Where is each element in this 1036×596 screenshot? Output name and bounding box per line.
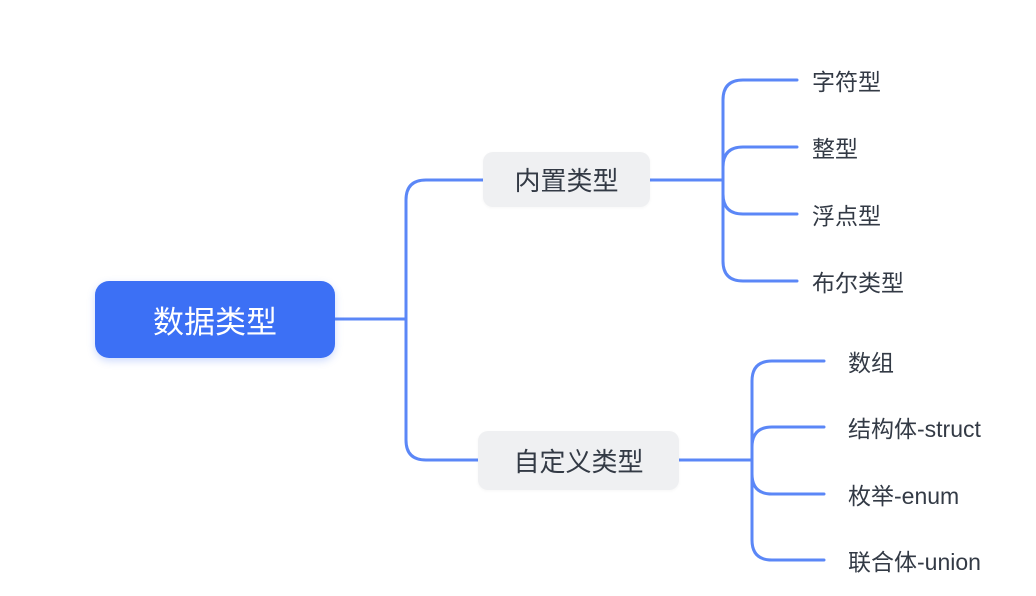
leaf-node-union[interactable]: 联合体-union [848,549,981,575]
connector-custom-leaf2 [750,425,826,462]
connector-trunk-custom [404,317,480,462]
leaf-node-char-type[interactable]: 字符型 [812,69,881,95]
branch-node-builtin-types[interactable]: 内置类型 [483,152,650,207]
connector-builtin-leaf2 [721,145,799,182]
leaf-node-array[interactable]: 数组 [848,350,894,376]
root-node-data-types[interactable]: 数据类型 [95,281,335,358]
connector-custom-leaf4 [750,458,826,562]
connector-custom-leaf1 [750,359,826,462]
leaf-node-enum[interactable]: 枚举-enum [848,483,960,509]
branch-node-custom-types[interactable]: 自定义类型 [478,431,679,490]
leaf-node-struct[interactable]: 结构体-struct [848,416,981,442]
connector-builtin-leaf1 [721,78,799,182]
connector-trunk-builtin [404,178,485,321]
leaf-node-int-type[interactable]: 整型 [812,136,858,162]
connector-custom-leaf3 [750,458,826,496]
connector-builtin-leaf3 [721,178,799,216]
leaf-node-bool-type[interactable]: 布尔类型 [812,270,904,296]
leaf-node-float-type[interactable]: 浮点型 [812,203,881,229]
connector-builtin-leaf4 [721,178,799,283]
